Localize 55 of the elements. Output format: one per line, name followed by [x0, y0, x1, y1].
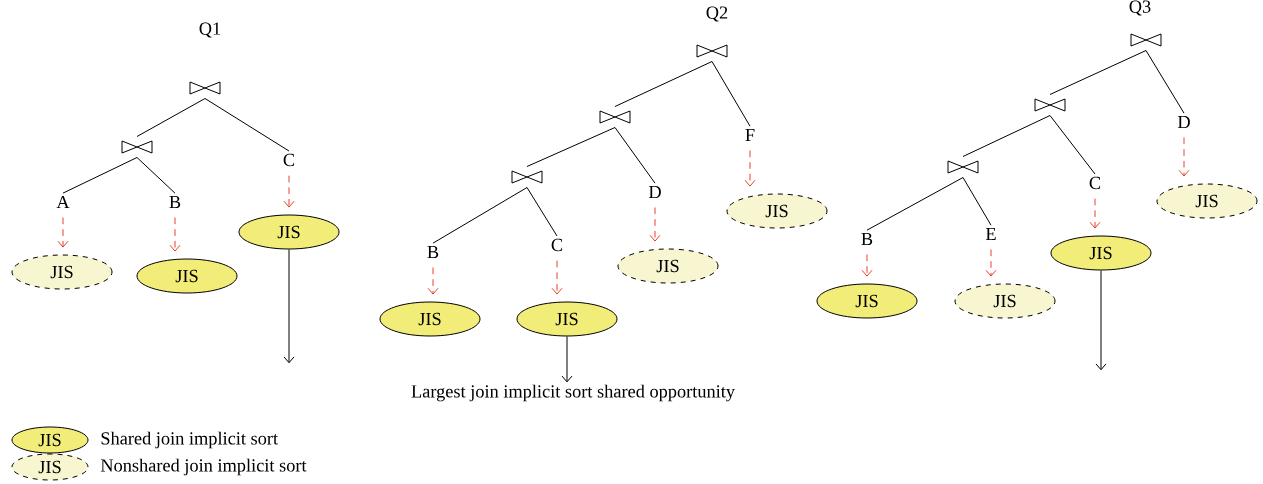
arrow: [1089, 198, 1101, 229]
table-label: C: [551, 238, 563, 252]
query-title: Q3: [1129, 0, 1151, 16]
tree-line: [136, 157, 176, 194]
table-label: A: [56, 195, 70, 209]
tree-line: [962, 177, 992, 226]
tree-line: [526, 127, 616, 167]
arrow: [744, 150, 756, 187]
join-symbol: [1130, 33, 1162, 47]
table-label: B: [861, 233, 873, 246]
table-label: C: [283, 153, 295, 167]
legend-text: Nonshared join implicit sort: [100, 458, 307, 476]
tree-line: [1049, 115, 1096, 175]
join-symbol: [189, 81, 221, 95]
tree-line: [432, 187, 528, 244]
table-label: E: [985, 228, 996, 240]
legend-text: Shared join implicit sort: [101, 431, 278, 449]
arrow: [861, 254, 873, 277]
tree-line: [136, 98, 206, 137]
join-symbol: [696, 44, 728, 58]
tree-line: [62, 157, 138, 194]
arrow: [1095, 270, 1107, 371]
table-label: C: [1089, 176, 1101, 190]
arrow: [561, 336, 573, 383]
join-symbol: [511, 170, 543, 184]
arrow: [283, 175, 295, 208]
table-label: B: [169, 196, 181, 209]
tree-line: [526, 187, 558, 237]
join-symbol: [1034, 98, 1066, 112]
tree-line: [866, 177, 964, 231]
tree-line: [614, 61, 713, 107]
join-symbol: [947, 160, 979, 174]
table-label: F: [745, 129, 755, 141]
arrow: [427, 267, 439, 295]
arrow: [1178, 137, 1190, 177]
arrow: [985, 249, 997, 277]
arrow: [169, 217, 181, 252]
tree-line: [614, 127, 656, 184]
tree-line: [204, 98, 290, 152]
tree-line: [962, 115, 1051, 157]
tree-line: [1049, 50, 1147, 95]
table-label: B: [427, 246, 439, 259]
arrow: [283, 249, 295, 364]
arrow: [551, 260, 563, 295]
tree-line: [1145, 50, 1185, 114]
table-label: D: [648, 186, 661, 198]
join-symbol: [599, 110, 631, 124]
note-text: Largest join implicit sort shared opportunity: [411, 384, 735, 402]
table-label: D: [1177, 116, 1190, 128]
arrow: [649, 207, 661, 242]
join-symbol: [121, 140, 153, 154]
query-title: Q2: [706, 6, 728, 22]
arrow: [57, 217, 69, 248]
query-title: Q1: [199, 22, 221, 38]
tree-line: [711, 61, 751, 127]
